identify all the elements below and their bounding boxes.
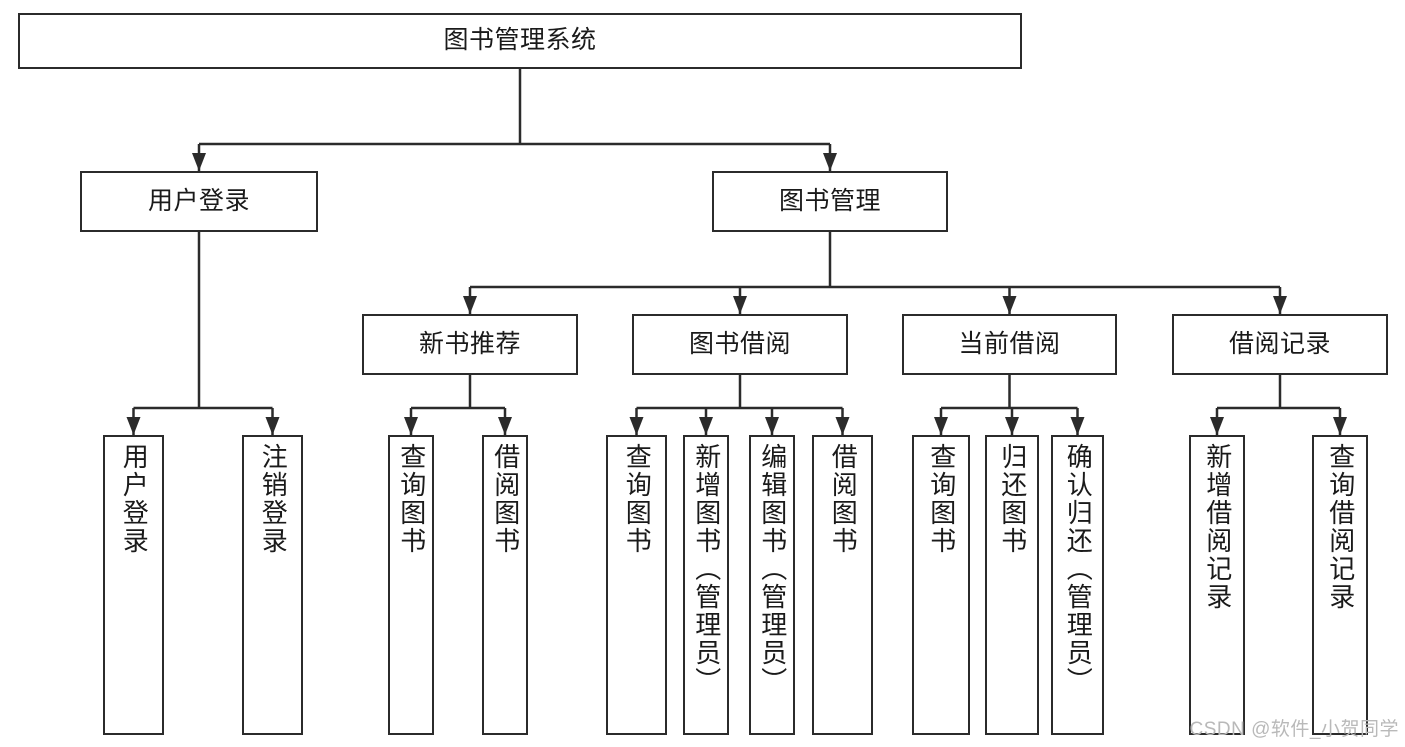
node-label: 借阅图书 <box>490 443 521 555</box>
node-label: 确认归还（管理员） <box>1063 443 1094 695</box>
node-leaf-user-logout[interactable]: 注销登录 <box>242 435 303 735</box>
node-leaf-query-book-1[interactable]: 查询图书 <box>388 435 434 735</box>
node-label: 用户登录 <box>119 443 150 555</box>
node-label: 借阅记录 <box>1228 329 1331 358</box>
node-label: 查询图书 <box>396 443 427 555</box>
node-current-borrow[interactable]: 当前借阅 <box>902 314 1117 375</box>
node-label: 编辑图书（管理员） <box>757 443 788 695</box>
node-leaf-user-login[interactable]: 用户登录 <box>103 435 164 735</box>
node-book-borrow[interactable]: 图书借阅 <box>632 314 848 375</box>
node-leaf-add-record[interactable]: 新增借阅记录 <box>1189 435 1245 735</box>
node-borrow-record[interactable]: 借阅记录 <box>1172 314 1388 375</box>
node-leaf-confirm-return[interactable]: 确认归还（管理员） <box>1051 435 1104 735</box>
node-label: 查询图书 <box>926 443 957 555</box>
node-root[interactable]: 图书管理系统 <box>18 13 1022 69</box>
node-label: 查询借阅记录 <box>1325 443 1356 611</box>
node-book-manage[interactable]: 图书管理 <box>712 171 948 232</box>
node-label: 新增借阅记录 <box>1202 443 1233 611</box>
node-new-book-recommend[interactable]: 新书推荐 <box>362 314 578 375</box>
node-label: 当前借阅 <box>958 329 1061 358</box>
node-label: 新增图书（管理员） <box>691 443 722 695</box>
node-label: 用户登录 <box>147 186 250 215</box>
node-leaf-borrow-book-2[interactable]: 借阅图书 <box>812 435 873 735</box>
node-label: 注销登录 <box>258 443 289 555</box>
node-leaf-return-book[interactable]: 归还图书 <box>985 435 1039 735</box>
node-label: 借阅图书 <box>828 443 859 555</box>
node-leaf-add-book[interactable]: 新增图书（管理员） <box>683 435 729 735</box>
node-label: 归还图书 <box>997 443 1028 555</box>
node-leaf-query-record[interactable]: 查询借阅记录 <box>1312 435 1368 735</box>
node-label: 图书管理系统 <box>443 26 597 55</box>
node-leaf-edit-book[interactable]: 编辑图书（管理员） <box>749 435 795 735</box>
node-label: 查询图书 <box>622 443 653 555</box>
node-label: 图书管理 <box>778 186 881 215</box>
node-leaf-query-book-2[interactable]: 查询图书 <box>606 435 667 735</box>
node-label: 图书借阅 <box>688 329 791 358</box>
node-leaf-query-book-3[interactable]: 查询图书 <box>912 435 970 735</box>
node-leaf-borrow-book-1[interactable]: 借阅图书 <box>482 435 528 735</box>
node-user-login[interactable]: 用户登录 <box>80 171 318 232</box>
node-label: 新书推荐 <box>418 329 521 358</box>
